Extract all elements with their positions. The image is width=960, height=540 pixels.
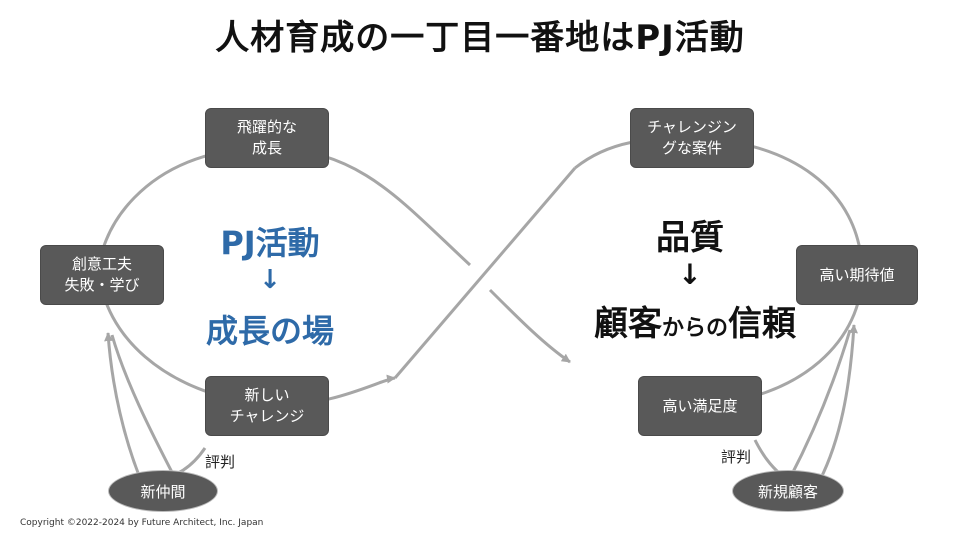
- node-high-expectations: 高い期待値: [796, 245, 918, 305]
- right-center-trust: 信頼: [728, 304, 796, 344]
- node-creativity-line1: 創意工夫: [71, 255, 132, 273]
- right-center-customer: 顧客: [593, 304, 662, 344]
- left-feedback-arrow-outer: [104, 332, 142, 479]
- oval-new-colleagues: 新仲間: [108, 470, 218, 512]
- node-creativity-line2: 失敗・学び: [64, 276, 140, 294]
- right-feedback-arrow-2: [788, 329, 852, 479]
- node-challenging-projects: チャレンジングな案件: [630, 108, 754, 168]
- node-rapid-growth: 飛躍的な成長: [205, 108, 329, 168]
- left-center-line2: 成長の場: [205, 312, 334, 350]
- node-new-challenge: 新しいチャレンジ: [205, 376, 329, 436]
- node-high-expectations-line1: 高い期待値: [819, 265, 895, 284]
- cross-line-up: [393, 167, 577, 379]
- left-feedback-label: 評判: [205, 453, 236, 471]
- cross-line-down: [488, 288, 571, 364]
- right-feedback-arrow-outer: [818, 324, 858, 481]
- node-rapid-growth-line2: 成長: [251, 139, 282, 157]
- right-center-from: からの: [661, 316, 728, 341]
- page-title: 人材育成の一丁目一番地はPJ活動: [215, 18, 745, 58]
- oval-new-customers: 新規顧客: [732, 470, 844, 512]
- node-new-challenge-line1: 新しい: [244, 386, 290, 404]
- right-center-line1: 品質: [656, 218, 724, 258]
- node-rapid-growth-line1: 飛躍的な: [236, 118, 297, 136]
- node-new-challenge-line2: チャレンジ: [229, 407, 305, 425]
- node-creativity: 創意工夫失敗・学び: [40, 245, 164, 305]
- node-high-satisfaction: 高い満足度: [638, 376, 762, 436]
- right-center-arrow: ↓: [678, 258, 702, 291]
- left-feedback-arrow-2: [110, 334, 177, 479]
- right-feedback-label: 評判: [721, 448, 752, 466]
- copyright-notice: Copyright ©2022-2024 by Future Architect…: [20, 518, 264, 528]
- node-challenging-projects-line1: チャレンジン: [647, 118, 737, 136]
- left-center-arrow: ↓: [259, 265, 281, 295]
- right-center-line2: 顧客からの信頼: [575, 296, 815, 345]
- node-high-satisfaction-line1: 高い満足度: [662, 396, 738, 415]
- left-center-line1: PJ活動: [220, 224, 320, 262]
- node-challenging-projects-line2: グな案件: [661, 139, 722, 157]
